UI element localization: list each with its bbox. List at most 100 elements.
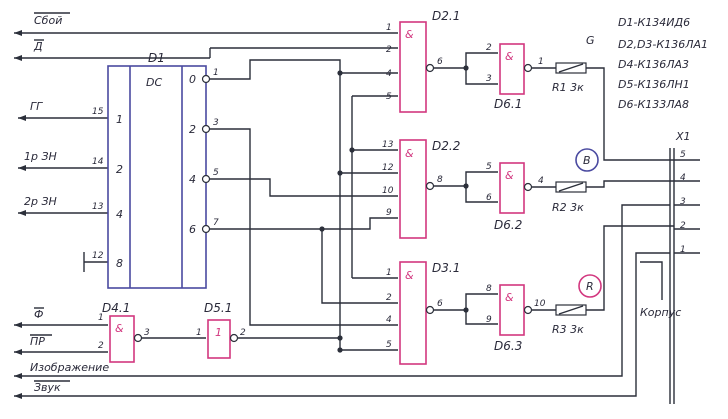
d1-out6-bubble	[201, 224, 211, 234]
d3-1-pin: 4	[386, 315, 392, 325]
d31-to-d63	[434, 293, 498, 311]
d1-pin-15: 15	[92, 107, 104, 117]
d1-out0-bubble	[201, 74, 211, 84]
x1-pin-5: 5	[680, 150, 686, 160]
r3-label: R3 3к	[552, 323, 584, 336]
legend-line-2: D2,D3-К136ЛА1	[618, 38, 708, 51]
d6-3-ref: D6.3	[494, 339, 522, 353]
r-marker-ring	[578, 274, 602, 298]
d1-out-label-2: 2	[189, 123, 196, 136]
gate-d6-2: & 5 6 4 D6.2	[434, 162, 544, 232]
d6-1-ref: D6.1	[494, 97, 522, 111]
d6-2-pin: 5	[486, 162, 492, 172]
d2-1-out-pin: 6	[437, 57, 443, 67]
d2-2-and-symbol: &	[405, 147, 414, 160]
gate-d2-2: & D2.2 13 12 10 9 8	[382, 139, 460, 239]
d1-out2-bubble	[201, 124, 211, 134]
d1-out-pin-5: 5	[213, 168, 219, 178]
d1-output-wiring	[210, 59, 398, 353]
d6-3-out-pin: 10	[534, 299, 546, 309]
d6-3-pin: 9	[486, 315, 492, 325]
d-label: Д	[33, 40, 43, 53]
d3-1-out-pin: 6	[437, 299, 443, 309]
d5-1-body	[207, 319, 231, 359]
image-arrow-icon	[14, 373, 22, 379]
d1-decoder: D1 DC 1 2 4 8 0 2 4 6 1 3 5 7	[107, 51, 219, 289]
d2-2-pin: 13	[382, 140, 394, 150]
fail-arrow-icon	[14, 30, 22, 36]
d31-to-d63-b	[465, 310, 498, 325]
zn2-arrow-icon	[18, 210, 26, 216]
zn2-label: 2р ЗН	[24, 195, 57, 208]
d3-1-pin: 1	[386, 268, 392, 278]
d2-2-pin: 12	[382, 163, 394, 173]
d1-in-label-8: 8	[116, 257, 123, 270]
legend-line-1: D1-К134ИД6	[618, 16, 690, 29]
d1-out-label-4: 4	[189, 173, 196, 186]
d1-ref: D1	[148, 51, 165, 65]
junction	[349, 147, 355, 153]
legend-line-4: D5-К136ЛН1	[618, 78, 690, 91]
d6-2-and-symbol: &	[505, 169, 514, 182]
d1-pin-13: 13	[92, 202, 104, 212]
d2-2-pin: 10	[382, 186, 394, 196]
zn1-arrow-icon	[18, 165, 26, 171]
out4-to-d22	[210, 178, 398, 197]
d2-2-out-bubble	[425, 181, 435, 191]
d6-2-body	[499, 162, 525, 214]
resistor-r2: R2 3к B	[532, 148, 674, 214]
d5-1-out-bubble	[229, 333, 239, 343]
d4-1-body	[109, 315, 135, 363]
pr-arrow-icon	[14, 349, 22, 355]
d1-out-label-0: 0	[189, 73, 196, 86]
r-marker: R	[586, 280, 594, 293]
gate-d2-1: & D2.1 1 2 4 5 6	[386, 9, 460, 113]
connector-x1: X1 5 4 3 2 1 Корпус	[640, 130, 700, 404]
out6-to-d22	[322, 217, 398, 230]
d1-out4-bubble	[201, 174, 211, 184]
d6-1-body	[499, 43, 525, 95]
d2-1-pin: 4	[386, 69, 392, 79]
out0-to-d21	[210, 59, 398, 80]
d1-out-pin-1: 1	[213, 68, 219, 78]
d4-1-pin: 1	[98, 313, 104, 323]
d5-1-symbol: 1	[215, 326, 222, 339]
x1-ground-label: Корпус	[640, 306, 681, 319]
d21-to-d61	[434, 52, 498, 69]
zn1-label: 1р ЗН	[24, 150, 57, 163]
x1-pin-3: 3	[680, 197, 686, 207]
phi-arrow-icon	[14, 322, 22, 328]
r2-label: R2 3к	[552, 201, 584, 214]
resistor-r1: R1 3к G	[532, 34, 674, 161]
d4-1-out-bubble	[133, 333, 143, 343]
gate-d6-1: & 2 3 1 D6.1	[434, 43, 544, 111]
r1-hatch	[558, 63, 584, 73]
d1-inputs: ГГ 15 1р ЗН 14 2р ЗН 13 12	[18, 100, 108, 272]
d6-1-pin: 2	[486, 43, 492, 53]
d2-2-ref: D2.2	[432, 139, 460, 153]
junction	[319, 226, 325, 232]
d21-to-d61-b	[465, 68, 498, 85]
d4-1-and-symbol: &	[115, 322, 124, 335]
b-marker: B	[583, 154, 591, 167]
d2-1-out-bubble	[425, 63, 435, 73]
g-marker: G	[586, 34, 595, 47]
d1-func: DC	[146, 76, 162, 89]
junction	[337, 170, 343, 176]
r2-hatch	[558, 182, 584, 192]
r3-to-x1-2	[586, 225, 674, 311]
x1-ref: X1	[675, 130, 691, 143]
d6-3-out-bubble	[523, 305, 533, 315]
d3-1-pin: 5	[386, 340, 392, 350]
d1-out-pin-7: 7	[213, 218, 219, 228]
phi-label: Ф	[34, 308, 43, 321]
d6-1-and-symbol: &	[505, 50, 514, 63]
x1-pin-1: 1	[680, 245, 686, 255]
x1-pin-2: 2	[680, 221, 686, 231]
d6-2-out-bubble	[523, 182, 533, 192]
d-arrow-icon	[14, 55, 22, 61]
d5-1-out-pin: 2	[240, 328, 246, 338]
image-line	[14, 204, 670, 377]
fail-label: Сбой	[34, 14, 62, 27]
r3-hatch	[558, 305, 584, 315]
